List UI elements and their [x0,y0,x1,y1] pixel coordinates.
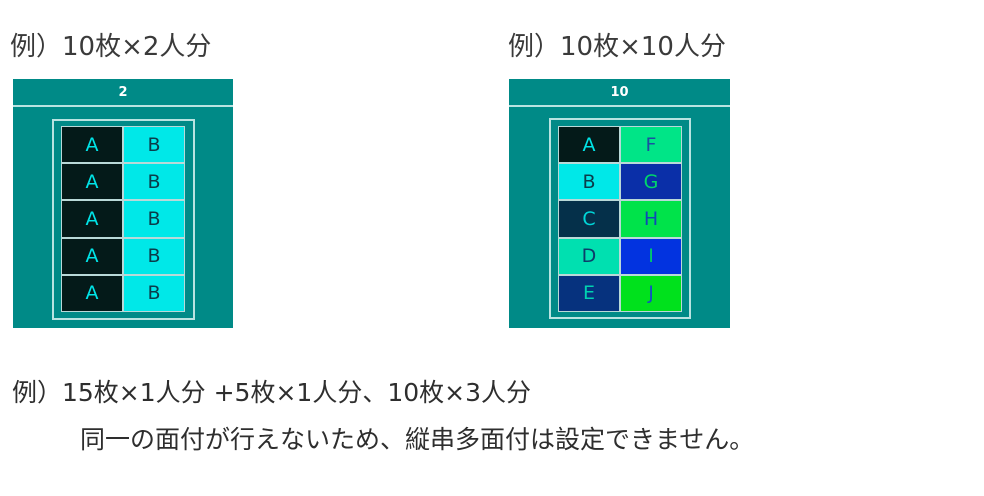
example-1-frame [52,119,195,320]
face-cell: E [559,275,619,311]
face-cell: G [621,164,681,200]
face-cell: A [559,127,619,163]
face-cell: B [124,238,184,274]
example-2-header: 10 [509,79,730,107]
face-cell: A [62,164,122,200]
face-cell: A [62,127,122,163]
example-2-frame [549,118,691,319]
example-1-caption: 例）10枚×2人分 [10,32,212,62]
face-cell: B [124,275,184,311]
face-cell: A [62,201,122,237]
face-cell: H [621,201,681,237]
face-cell: B [124,164,184,200]
note-line-1: 例）15枚×1人分 +5枚×1人分、10枚×3人分 [12,378,531,407]
face-cell: A [62,275,122,311]
example-1-header: 2 [13,79,233,107]
face-cell: J [621,275,681,311]
face-cell: B [559,164,619,200]
face-cell: A [62,238,122,274]
face-cell: F [621,127,681,163]
note-line-2: 同一の面付が行えないため、縦串多面付は設定できません。 [80,425,755,454]
face-cell: B [124,201,184,237]
face-cell: B [124,127,184,163]
face-cell: C [559,201,619,237]
example-2-caption: 例）10枚×10人分 [508,32,726,62]
face-cell: D [559,238,619,274]
face-cell: I [621,238,681,274]
